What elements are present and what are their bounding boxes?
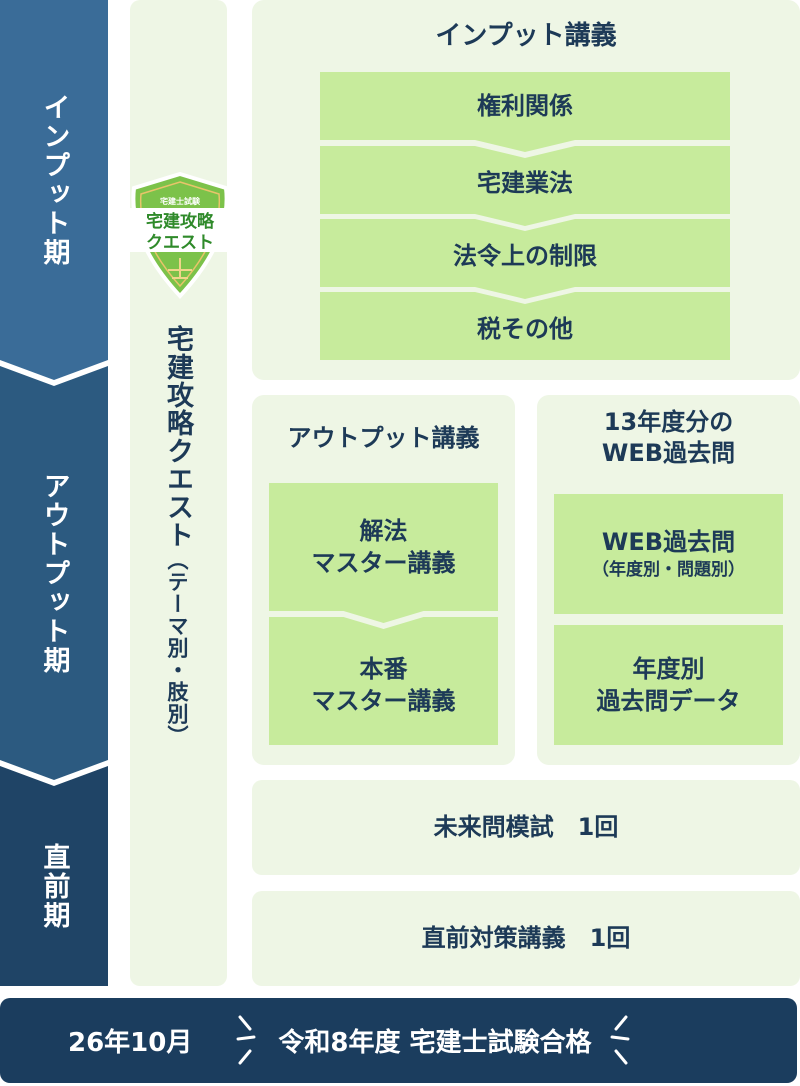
web-title-line1: 13年度分の	[603, 408, 734, 436]
goal-text: 令和8年度 宅建士試験合格	[278, 1028, 592, 1058]
badge-line2: クエスト	[146, 233, 214, 253]
quest-title-main: 宅建攻略クエスト	[162, 325, 193, 549]
output-item: 本番マスター講義	[269, 617, 498, 745]
quest-title: 宅建攻略クエスト（テーマ別・肢別）	[158, 325, 197, 747]
web-item-line2: 過去問データ	[596, 687, 741, 715]
output-item-line2: マスター講義	[311, 549, 456, 577]
goal-date: 26年10月	[68, 1028, 193, 1058]
badge-line1: 宅建攻略	[146, 211, 215, 232]
phase-output: アウトプット期	[0, 366, 108, 780]
input-title: インプット講義	[435, 21, 617, 51]
web-item-line1: 年度別	[632, 654, 705, 683]
phase-label: インプット期	[38, 93, 70, 267]
input-item: 宅建業法	[320, 146, 730, 226]
final-lecture-label: 直前対策講義 1回	[421, 924, 631, 953]
input-item: 法令上の制限	[320, 219, 730, 299]
goal-bar: 26年10月 令和8年度 宅建士試験合格	[0, 998, 797, 1083]
phase-label: アウトプット期	[38, 471, 70, 675]
phase-final: 直前期	[0, 766, 108, 986]
quest-column	[130, 0, 227, 986]
mock-exam-label: 未来問模試 1回	[433, 813, 619, 842]
input-item-label: 法令上の制限	[453, 241, 597, 270]
output-title: アウトプット講義	[287, 424, 480, 452]
output-item-line2: マスター講義	[311, 687, 456, 715]
web-title: 13年度分の WEB過去問	[537, 407, 800, 469]
web-item: 年度別過去問データ	[554, 625, 783, 745]
output-item-line1: 本番	[359, 654, 408, 683]
input-item: 権利関係	[320, 72, 730, 152]
web-item-line2: （年度別・問題別）	[592, 559, 745, 580]
final-lecture-panel: 直前対策講義 1回	[252, 891, 800, 986]
quest-title-suffix: （テーマ別・肢別）	[165, 549, 189, 747]
phase-label: 直前期	[38, 842, 70, 930]
input-item: 税その他	[320, 292, 730, 360]
output-item: 解法マスター講義	[269, 483, 498, 623]
mock-exam-panel: 未来問模試 1回	[252, 780, 800, 875]
input-item-label: 税その他	[477, 314, 573, 343]
output-item-line1: 解法	[359, 516, 408, 545]
sparkle-right-icon	[610, 1015, 630, 1064]
sparkle-left-icon	[236, 1015, 256, 1064]
web-item-line1: WEB過去問	[601, 528, 736, 557]
web-title-line2: WEB過去問	[601, 439, 736, 468]
quest-badge-icon: 宅建士試験 宅建攻略 クエスト	[126, 171, 234, 299]
output-panel: アウトプット講義 解法マスター講義 本番マスター講義	[252, 395, 515, 765]
phase-input: インプット期	[0, 0, 108, 380]
web-item: WEB過去問（年度別・問題別）	[554, 494, 783, 614]
input-item-label: 宅建業法	[477, 168, 573, 197]
input-item-label: 権利関係	[477, 91, 573, 120]
input-panel: インプット講義 権利関係 宅建業法 法令上の制限 税その他	[252, 0, 800, 380]
badge-top: 宅建士試験	[160, 196, 201, 206]
